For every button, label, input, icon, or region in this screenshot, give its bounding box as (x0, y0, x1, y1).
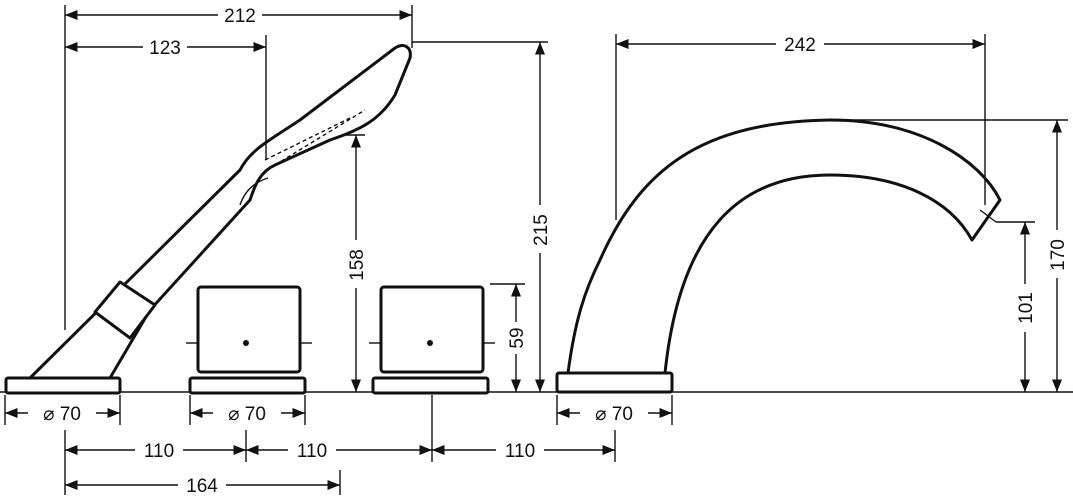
dim-215: 215 (531, 214, 552, 246)
dim-diameter-3: ⌀ 70 (595, 404, 633, 425)
extension-lines (4, 5, 1068, 495)
dim-242: 242 (784, 35, 816, 56)
dim-158: 158 (347, 249, 368, 281)
dim-diameter-2: ⌀ 70 (228, 404, 266, 425)
bath-spout (555, 118, 1002, 394)
dim-101: 101 (1016, 292, 1037, 324)
dim-110-3: 110 (505, 441, 535, 462)
dim-diameter-1: ⌀ 70 (43, 404, 81, 425)
dimension-labels: 212 123 242 215 158 59 170 101 ⌀ 70 ⌀ 70… (28, 3, 1069, 497)
dim-59: 59 (507, 327, 528, 348)
dim-164: 164 (186, 476, 218, 497)
hand-shower (4, 44, 412, 395)
valve-handle-2 (369, 285, 495, 395)
dim-110-1: 110 (144, 441, 174, 462)
dim-212: 212 (224, 6, 256, 27)
dim-170: 170 (1048, 239, 1069, 271)
valve-handle-1 (186, 285, 312, 395)
dim-110-2: 110 (297, 441, 327, 462)
dim-123: 123 (149, 38, 181, 59)
